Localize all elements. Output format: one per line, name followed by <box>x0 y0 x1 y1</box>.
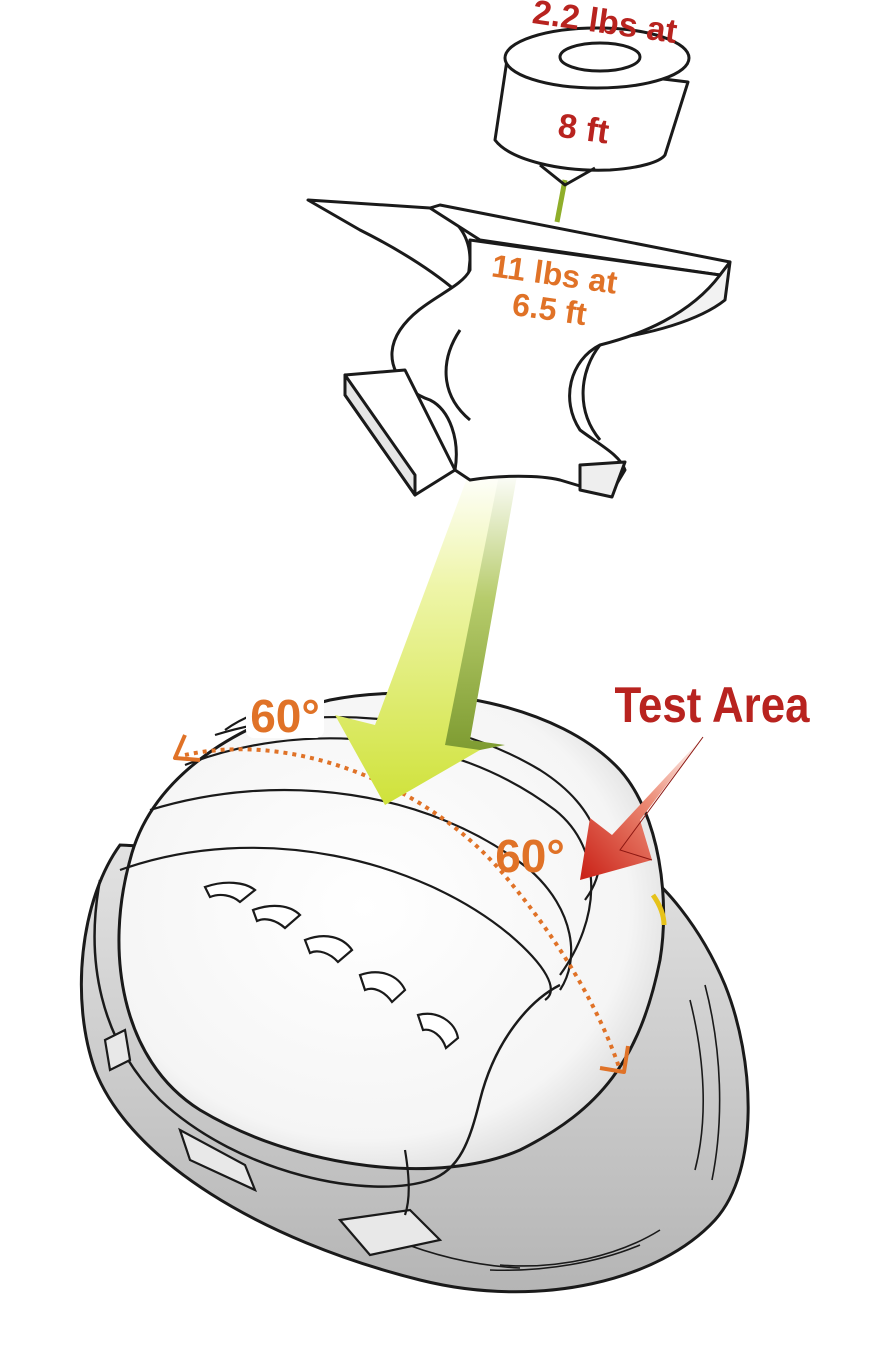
arc-start-marker <box>173 734 201 762</box>
angle-top-bg <box>246 688 324 738</box>
small-weight-line2: 8 ft <box>556 107 612 152</box>
impact-arrow-shadow <box>385 470 518 790</box>
helmet-dome <box>117 691 666 1171</box>
strap-clips <box>103 1028 443 1257</box>
drop-line <box>554 179 568 223</box>
anvil-icon <box>306 198 732 499</box>
arc-end-marker <box>599 1045 630 1074</box>
pointer-arrow-icon <box>580 736 704 880</box>
brim-ridges <box>394 984 721 1272</box>
test-area-label: Test Area <box>615 677 811 733</box>
hard-hat-icon <box>79 691 750 1294</box>
helmet-vents <box>203 881 460 1050</box>
test-area-arrow <box>580 737 703 880</box>
helmet-inner-rim <box>93 879 561 1188</box>
down-arrow-icon <box>335 470 518 805</box>
helmet-accent <box>650 893 667 926</box>
impact-arrow-body <box>335 470 500 805</box>
angle-side-label: 60° <box>495 830 565 882</box>
cylinder-weight-icon <box>493 26 691 187</box>
angle-arc <box>173 734 630 1074</box>
angle-top-label: 60° <box>250 690 320 742</box>
